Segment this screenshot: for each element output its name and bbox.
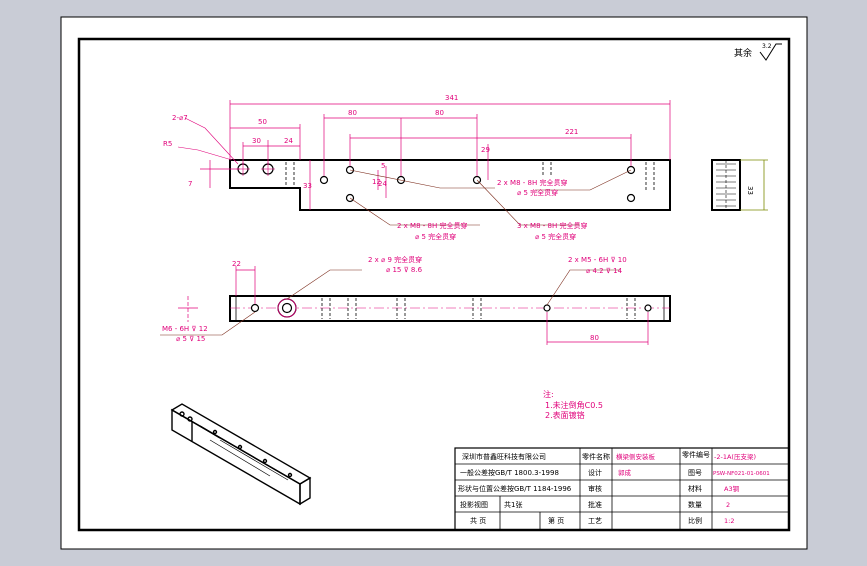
dim-bottom-22: 22 — [232, 260, 241, 268]
tb-label-part-name: 零件名称 — [582, 452, 610, 461]
surface-finish-value: 3.2 — [762, 43, 772, 50]
dim-7: 7 — [188, 180, 192, 188]
top-callouts — [160, 269, 620, 336]
surface-finish-label: 其余 — [734, 47, 752, 59]
drawing-notes: 注: 1.未注倒角C0.5 2.表面镀铬 — [543, 389, 603, 420]
callout-3-line2: ⌀ 5 完全贯穿 — [535, 232, 576, 241]
front-callouts — [349, 169, 632, 226]
dim-overall-length: 341 — [445, 94, 458, 102]
dim-33: 33 — [303, 182, 312, 190]
top-view-outline — [229, 295, 671, 322]
callout-2-line2: ⌀ 5 完全贯穿 — [415, 232, 456, 241]
front-view-dimension-text: 341 50 30 24 80 80 221 5 7 33 12 24 29 R… — [163, 94, 578, 190]
tb-drawing-no: PSW-NF021-01-0601 — [713, 471, 770, 477]
tb-part-name: 横梁侧安装板 — [616, 452, 656, 461]
dim-bottom-80: 80 — [590, 334, 599, 342]
dim-30: 30 — [252, 137, 261, 145]
tb-designer: 郭成 — [618, 468, 632, 477]
dim-50: 50 — [258, 118, 267, 126]
tb-projection: 投影视图 — [460, 500, 488, 509]
front-view-dimensions — [200, 100, 671, 210]
tb-model-value: -2-1A(压支梁) — [714, 452, 756, 461]
tb-label-qty: 数量 — [688, 500, 702, 509]
top-callout-text: 2 x ⌀ 9 完全贯穿 ⌀ 15 ⊽ 8.6 2 x M5 - 6H ⊽ 10… — [162, 255, 627, 343]
drawing-frame — [77, 37, 791, 532]
callout-1-line2: ⌀ 5 完全贯穿 — [517, 188, 558, 197]
dim-5: 5 — [381, 162, 385, 170]
tb-page: 第 页 — [548, 516, 564, 525]
top-view-dimensions — [178, 266, 649, 345]
tb-label-model: 零件编号 — [682, 450, 710, 459]
tb-label-process: 工艺 — [588, 517, 602, 525]
tb-label-scale: 比例 — [688, 516, 702, 525]
front-callout-text: 2 x M8 - 8H 完全贯穿 ⌀ 5 完全贯穿 2 x M8 - 8H 完全… — [397, 178, 587, 241]
callout-6-line2: ⌀ 5 ⊽ 15 — [176, 335, 205, 343]
dim-80a: 80 — [348, 109, 357, 117]
surface-finish-mark — [759, 43, 782, 61]
dim-12: 12 — [372, 178, 381, 186]
title-block: 深圳市普鑫旺科技有限公司 一般公差按GB/T 1800.3-1998 形状与位置… — [454, 447, 790, 531]
notes-line1: 1.未注倒角C0.5 — [545, 400, 603, 410]
top-view — [229, 295, 671, 322]
tb-std2: 形状与位置公差按GB/T 1184-1996 — [458, 484, 572, 493]
callout-5-line2: ⌀ 4.2 ⊽ 14 — [586, 267, 623, 275]
dim-2-phi7: 2-⌀7 — [172, 114, 188, 122]
tb-qty: 2 — [726, 501, 730, 509]
tb-label-design: 设计 — [588, 468, 602, 477]
tb-company: 深圳市普鑫旺科技有限公司 — [462, 452, 546, 461]
callout-5-line1: 2 x M5 - 6H ⊽ 10 — [568, 256, 627, 264]
callout-3-line1: 3 x M8 - 8H 完全贯穿 — [517, 221, 587, 230]
dim-r5: R5 — [163, 140, 172, 148]
end-view: 33 — [711, 159, 768, 211]
tb-label-drawing: 图号 — [688, 469, 702, 477]
tb-total: 共 页 — [470, 516, 486, 525]
callout-2-line1: 2 x M8 - 8H 完全贯穿 — [397, 221, 467, 230]
tb-scale: 1:2 — [724, 517, 734, 525]
drawing-sheet — [60, 16, 808, 550]
dim-24: 24 — [284, 137, 293, 145]
callout-4-line1: 2 x ⌀ 9 完全贯穿 — [368, 255, 422, 264]
surface-finish-symbol: 其余 3.2 — [734, 43, 782, 61]
tb-material: A3钢 — [724, 485, 740, 493]
tb-sheet-count: 共1张 — [504, 500, 522, 509]
front-view-leaders — [177, 117, 239, 165]
dim-80b: 80 — [435, 109, 444, 117]
tb-label-check: 审核 — [588, 484, 602, 493]
dim-221: 221 — [565, 128, 578, 136]
isometric-view — [170, 403, 312, 506]
notes-line2: 2.表面镀铬 — [545, 410, 585, 420]
tb-label-approve: 批准 — [588, 500, 602, 509]
tb-std1: 一般公差按GB/T 1800.3-1998 — [460, 468, 559, 477]
dim-33-end: 33 — [746, 186, 754, 195]
tb-label-material: 材料 — [688, 484, 702, 493]
notes-title: 注: — [543, 389, 554, 399]
dim-24-vert: 24 — [378, 180, 387, 188]
callout-6-line1: M6 - 6H ⊽ 12 — [162, 325, 208, 333]
callout-1-line1: 2 x M8 - 8H 完全贯穿 — [497, 178, 567, 187]
top-view-dimension-text: 22 80 — [232, 260, 599, 342]
callout-4-line2: ⌀ 15 ⊽ 8.6 — [386, 266, 423, 274]
dim-29: 29 — [481, 146, 490, 154]
